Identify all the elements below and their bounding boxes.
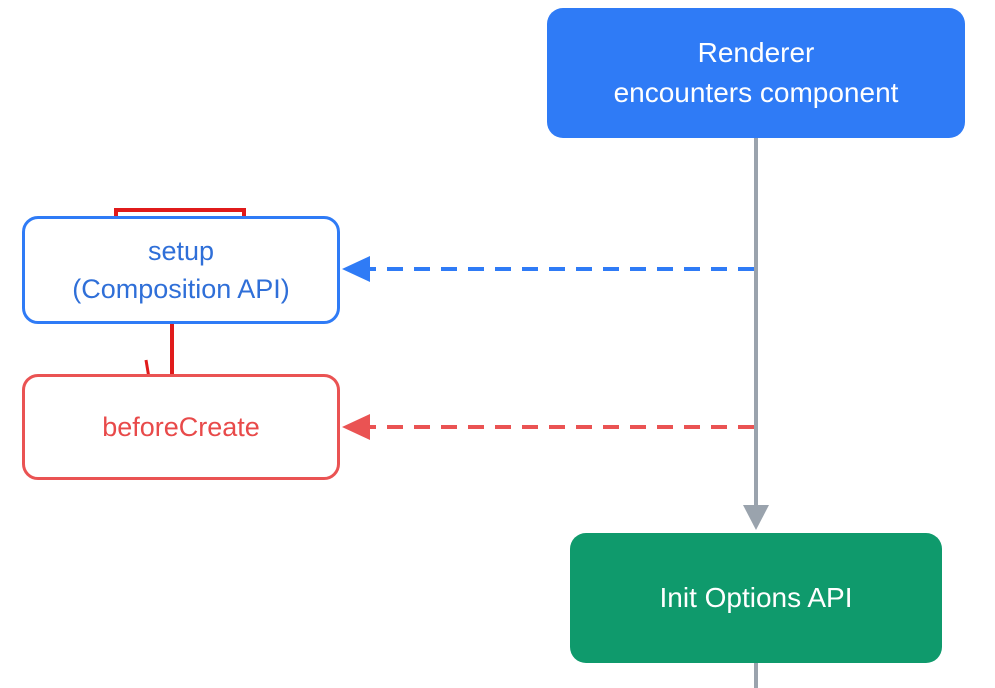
setup-node: setup (Composition API)	[22, 216, 340, 324]
before-create-node: beforeCreate	[22, 374, 340, 480]
main-flow-arrowhead	[743, 505, 769, 530]
renderer-label-line2: encounters component	[613, 77, 899, 108]
setup-arrowhead	[342, 256, 370, 282]
before-create-arrowhead	[342, 414, 370, 440]
setup-label-line2: (Composition API)	[72, 274, 290, 304]
renderer-label-line1: Renderer	[697, 37, 815, 68]
setup-label-line1: setup	[147, 236, 215, 266]
renderer-node: Renderer encounters component	[547, 8, 965, 138]
init-options-label: Init Options API	[659, 582, 853, 613]
init-options-node: Init Options API	[570, 533, 942, 663]
before-create-label: beforeCreate	[102, 411, 260, 442]
